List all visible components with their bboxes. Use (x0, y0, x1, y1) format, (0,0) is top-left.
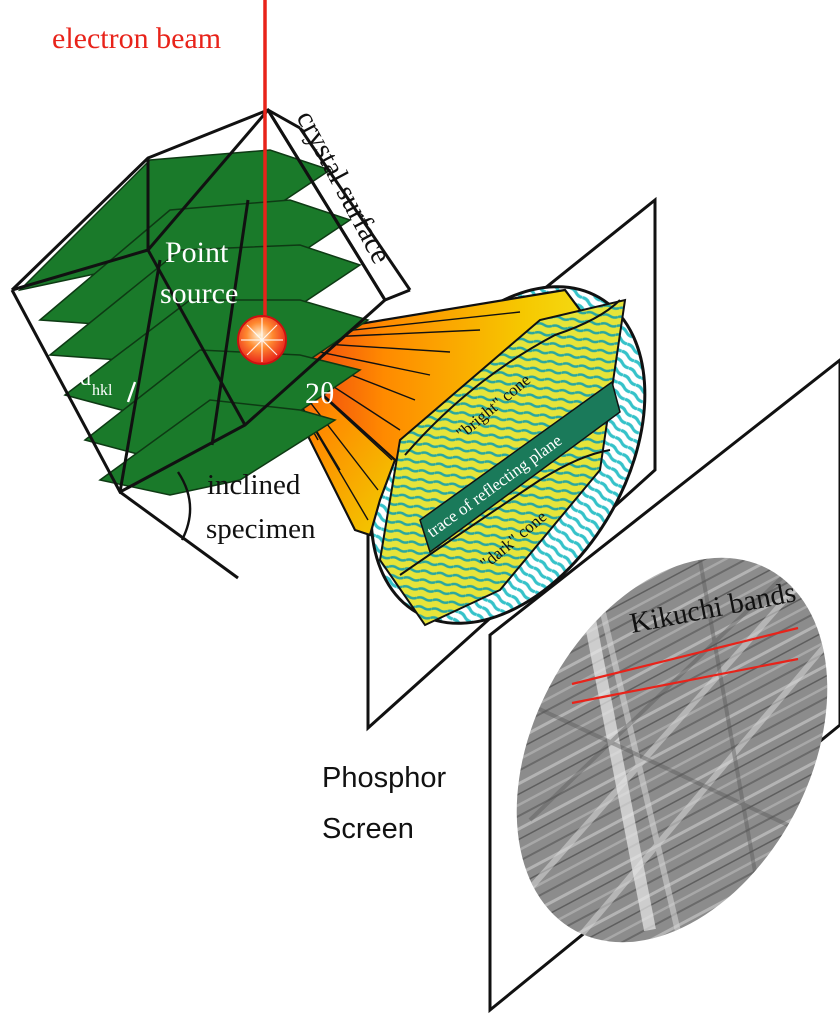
dark-cone-edge (399, 449, 611, 576)
point-source-label-line2: source (160, 277, 238, 310)
kikuchi-line-upper (571, 626, 799, 686)
specimen-surface-line (119, 490, 239, 580)
electron-beam-label: electron beam (52, 22, 221, 55)
crystal-specimen (10, 108, 412, 580)
d-hkl-label: dhkl (80, 365, 113, 399)
point-source-sphere (237, 315, 287, 365)
inclined-specimen-label-line2: specimen (206, 513, 316, 545)
inclination-angle-arc (177, 471, 192, 541)
bright-cone-edge (404, 299, 621, 456)
inclined-specimen-label-line1: inclined (207, 469, 301, 501)
kikuchi-band-lines (571, 626, 799, 705)
two-theta-label: 2θ (305, 377, 334, 410)
phosphor-screen-label-line1: Phosphor (322, 762, 446, 794)
point-source-label-line1: Point (165, 236, 229, 269)
kikuchi-line-lower (571, 657, 799, 705)
d-spacing-marker (126, 381, 137, 403)
trace-reflecting-planes-band (419, 380, 621, 554)
phosphor-screen-label-line2: Screen (322, 813, 414, 845)
